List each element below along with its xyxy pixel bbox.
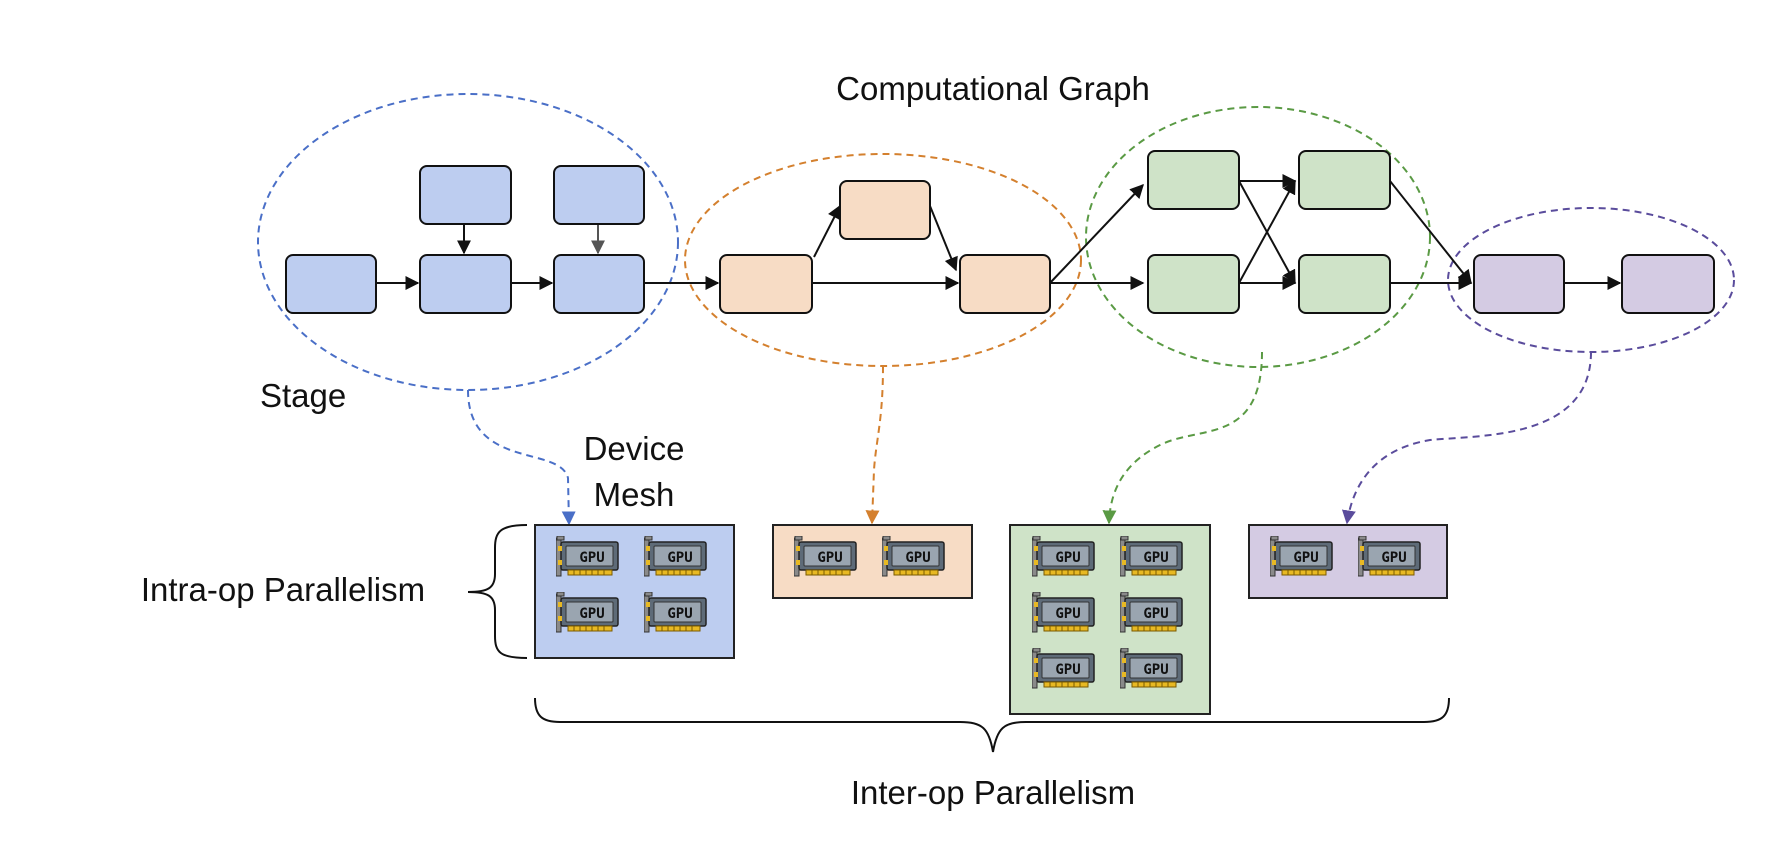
svg-text:GPU: GPU <box>1055 606 1080 622</box>
gpu-icon: GPU <box>644 592 707 633</box>
svg-text:GPU: GPU <box>1381 550 1406 566</box>
gpu-icon: GPU <box>556 536 619 577</box>
gpu-icon: GPU <box>644 536 707 577</box>
gpu-icon: GPU <box>1032 536 1095 577</box>
mapping-arrow-green <box>1102 351 1263 525</box>
gpu-icon: GPU <box>1270 536 1333 577</box>
graph-node-orange <box>719 254 813 314</box>
device-mesh-label-line2: Mesh <box>594 476 675 513</box>
gpu-icon: GPU <box>1120 536 1183 577</box>
device-mesh-label-line1: Device <box>584 430 685 467</box>
gpu-icon: GPU <box>1032 648 1095 689</box>
svg-text:GPU: GPU <box>579 550 604 566</box>
svg-text:GPU: GPU <box>667 606 692 622</box>
edge <box>813 204 841 258</box>
intra-op-brace <box>467 524 528 659</box>
graph-node-orange <box>959 254 1051 314</box>
svg-text:GPU: GPU <box>579 606 604 622</box>
mapping-arrow-blue <box>467 389 576 526</box>
edge <box>929 205 958 272</box>
edge <box>1238 179 1296 284</box>
graph-node-green <box>1298 150 1391 210</box>
graph-node-blue <box>419 254 512 314</box>
stage-ellipse-blue <box>257 93 679 391</box>
graph-title: Computational Graph <box>836 70 1150 107</box>
graph-node-blue <box>553 254 645 314</box>
svg-text:GPU: GPU <box>817 550 842 566</box>
svg-text:GPU: GPU <box>667 550 692 566</box>
gpu-icon: GPU <box>794 536 857 577</box>
svg-text:GPU: GPU <box>1055 550 1080 566</box>
graph-node-blue <box>553 165 645 225</box>
svg-text:GPU: GPU <box>1143 550 1168 566</box>
graph-node-blue <box>285 254 377 314</box>
gpu-icon: GPU <box>556 592 619 633</box>
gpu-icon: GPU <box>1120 648 1183 689</box>
intra-op-label: Intra-op Parallelism <box>141 571 425 608</box>
svg-text:GPU: GPU <box>1143 662 1168 678</box>
graph-node-green <box>1298 254 1391 314</box>
graph-node-purple <box>1621 254 1715 314</box>
mapping-arrow-orange <box>865 365 884 525</box>
mapping-arrow-purple <box>1341 351 1592 525</box>
graph-node-blue <box>419 165 512 225</box>
gpu-icon: GPU <box>882 536 945 577</box>
inter-op-label: Inter-op Parallelism <box>851 774 1135 811</box>
graph-node-purple <box>1473 254 1565 314</box>
stage-label: Stage <box>260 377 346 414</box>
inter-op-brace <box>534 697 1450 753</box>
svg-text:GPU: GPU <box>1293 550 1318 566</box>
graph-node-green <box>1147 150 1240 210</box>
svg-text:GPU: GPU <box>905 550 930 566</box>
graph-node-green <box>1147 254 1240 314</box>
edge <box>1389 180 1472 285</box>
graph-node-orange <box>839 180 931 240</box>
svg-text:GPU: GPU <box>1055 662 1080 678</box>
svg-text:GPU: GPU <box>1143 606 1168 622</box>
gpu-icon: GPU <box>1032 592 1095 633</box>
gpu-icon: GPU <box>1120 592 1183 633</box>
gpu-icons: GPU GPU GPU GPU GPU GPU GPU G <box>556 536 1421 689</box>
gpu-icon: GPU <box>1358 536 1421 577</box>
edge <box>1049 183 1144 284</box>
stage-ellipse-green <box>1085 106 1431 368</box>
